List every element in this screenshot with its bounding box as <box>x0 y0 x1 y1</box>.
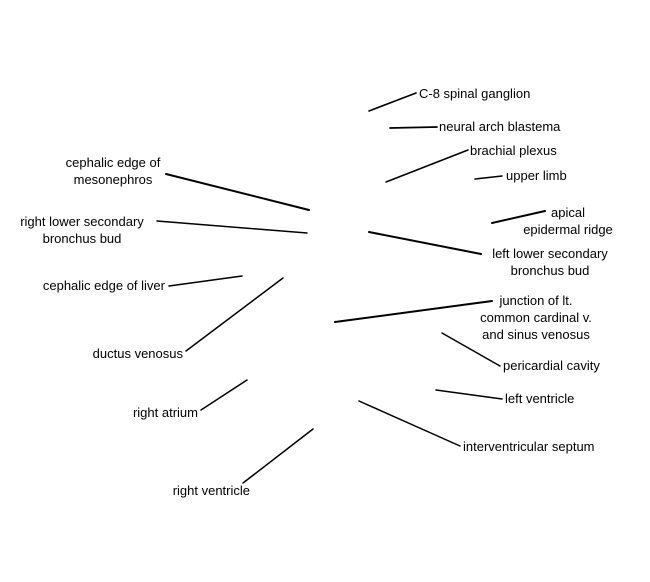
label-brachial-plexus: brachial plexus <box>470 143 557 158</box>
label-right-ventricle: right ventricle <box>172 483 250 498</box>
label-cephalic-edge-of-liver: cephalic edge of liver <box>42 278 165 293</box>
leader-neural-arch-blastema <box>389 126 438 129</box>
leader-left-ventricle <box>435 389 503 400</box>
leader-ductus-venosus <box>185 277 284 352</box>
leader-apical-epidermal-ridge <box>491 210 546 224</box>
leader-c8-spinal-ganglion <box>368 92 417 112</box>
label-right-lower-secondary-bronchus-bud: right lower secondary bronchus bud <box>20 214 144 246</box>
label-junction-lt-common-cardinal: junction of lt. common cardinal v. and s… <box>480 293 592 342</box>
label-c8-spinal-ganglion: C-8 spinal ganglion <box>419 86 531 101</box>
label-neural-arch-blastema: neural arch blastema <box>439 119 561 134</box>
label-interventricular-septum: interventricular septum <box>463 439 595 454</box>
leader-interventricular-septum <box>358 400 461 447</box>
label-right-atrium: right atrium <box>132 405 198 420</box>
leader-left-lower-secondary-bronchus-bud <box>368 231 482 255</box>
leader-pericardial-cavity <box>441 332 501 367</box>
leader-right-lower-secondary-bronchus-bud <box>156 220 308 234</box>
label-cephalic-edge-of-mesonephros: cephalic edge of mesonephros <box>65 155 161 187</box>
label-left-lower-secondary-bronchus-bud: left lower secondary bronchus bud <box>492 246 608 278</box>
leader-right-ventricle <box>242 428 314 484</box>
label-left-ventricle: left ventricle <box>505 391 575 406</box>
label-pericardial-cavity: pericardial cavity <box>503 358 600 373</box>
leader-cephalic-edge-of-liver <box>168 275 243 287</box>
leader-upper-limb <box>474 175 503 180</box>
label-ductus-venosus: ductus venosus <box>92 346 183 361</box>
leader-brachial-plexus <box>385 149 469 183</box>
label-apical-epidermal-ridge: apical epidermal ridge <box>523 205 613 237</box>
leader-junction-lt-common-cardinal <box>334 300 493 323</box>
leader-right-atrium <box>200 379 248 411</box>
label-upper-limb: upper limb <box>506 168 567 183</box>
leader-cephalic-edge-of-mesonephros <box>165 173 310 211</box>
